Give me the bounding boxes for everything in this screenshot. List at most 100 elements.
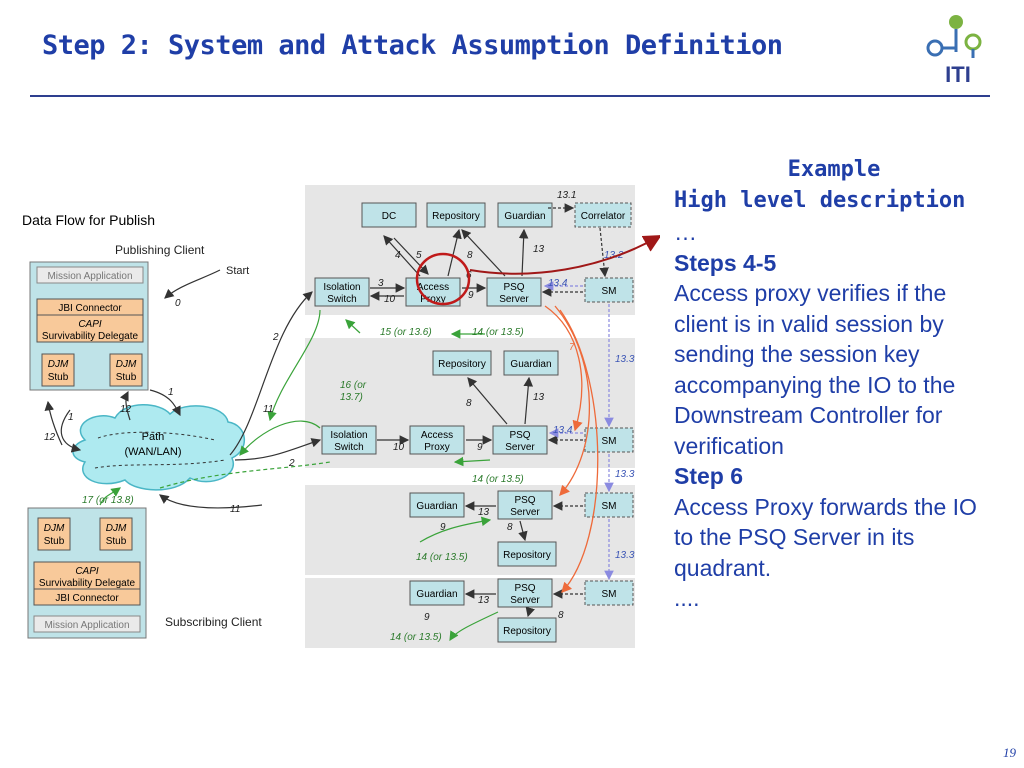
svg-text:8: 8 bbox=[507, 522, 513, 533]
svg-text:14 (or 13.5): 14 (or 13.5) bbox=[416, 552, 468, 563]
svg-text:3: 3 bbox=[378, 278, 384, 289]
svg-text:17 (or 13.8): 17 (or 13.8) bbox=[82, 495, 134, 506]
trailing-dots: .... bbox=[674, 585, 700, 611]
sub-capi-delegate bbox=[33, 561, 141, 590]
pub-djm-stub-left bbox=[41, 353, 75, 387]
svg-text:CAPI: CAPI bbox=[78, 319, 102, 330]
sub-jbi-connector bbox=[33, 588, 141, 606]
svg-text:Server: Server bbox=[510, 595, 540, 606]
node-repository-q1 bbox=[426, 202, 486, 228]
node-dc bbox=[361, 202, 417, 228]
svg-text:Server: Server bbox=[505, 442, 535, 453]
svg-text:Access: Access bbox=[421, 430, 453, 441]
page-number: 19 bbox=[1003, 745, 1016, 760]
svg-text:13.4: 13.4 bbox=[548, 278, 568, 289]
svg-text:7: 7 bbox=[569, 342, 575, 353]
svg-text:10: 10 bbox=[384, 294, 396, 305]
svg-text:8: 8 bbox=[558, 610, 564, 621]
svg-text:9: 9 bbox=[424, 612, 430, 623]
svg-text:13.4: 13.4 bbox=[553, 425, 573, 436]
svg-text:13: 13 bbox=[533, 392, 545, 403]
svg-text:CAPI: CAPI bbox=[75, 566, 99, 577]
svg-text:2: 2 bbox=[272, 332, 279, 343]
svg-text:DC: DC bbox=[382, 211, 396, 222]
publish-data-flow-diagram: Data Flow for Publish Publishing Client … bbox=[22, 185, 660, 648]
svg-text:SM: SM bbox=[602, 589, 617, 600]
node-sm-q3 bbox=[584, 492, 634, 518]
svg-text:11: 11 bbox=[230, 504, 240, 515]
svg-text:Proxy: Proxy bbox=[420, 294, 446, 305]
sub-djm-stub-right bbox=[99, 517, 133, 551]
svg-text:Repository: Repository bbox=[432, 211, 480, 222]
logo-ring-right bbox=[964, 33, 982, 51]
svg-text:DJM: DJM bbox=[48, 359, 69, 370]
svg-text:8: 8 bbox=[467, 250, 473, 261]
orange-arrows bbox=[544, 305, 599, 593]
steps45-text: Access proxy verifies if the client is i… bbox=[674, 280, 956, 459]
svg-text:10: 10 bbox=[393, 442, 405, 453]
node-repository-q3 bbox=[497, 541, 557, 567]
svg-text:1: 1 bbox=[68, 412, 74, 423]
svg-text:Survivability Delegate: Survivability Delegate bbox=[42, 331, 139, 342]
svg-text:SM: SM bbox=[602, 501, 617, 512]
title-divider bbox=[30, 95, 990, 97]
svg-text:4: 4 bbox=[395, 250, 401, 261]
node-psq-server-q2 bbox=[492, 425, 548, 455]
node-sm-q2 bbox=[584, 427, 634, 453]
svg-text:PSQ: PSQ bbox=[509, 430, 530, 441]
callout-arrow bbox=[469, 235, 660, 275]
svg-text:Stub: Stub bbox=[44, 536, 65, 547]
svg-text:13: 13 bbox=[478, 595, 490, 606]
ellipsis: … bbox=[674, 219, 697, 245]
svg-text:13.7): 13.7) bbox=[340, 392, 363, 403]
slide-title: Step 2: System and Attack Assumption Def… bbox=[42, 30, 783, 61]
node-repository-q4 bbox=[497, 617, 557, 643]
svg-text:DJM: DJM bbox=[44, 523, 65, 534]
diagram-heading: Data Flow for Publish bbox=[22, 212, 155, 228]
logo-text: ITI bbox=[945, 62, 971, 87]
svg-text:Survivability Delegate: Survivability Delegate bbox=[39, 578, 136, 589]
svg-text:13.2: 13.2 bbox=[604, 250, 624, 261]
svg-text:Guardian: Guardian bbox=[510, 359, 551, 370]
example-heading: Example bbox=[787, 157, 881, 182]
svg-text:DJM: DJM bbox=[106, 523, 127, 534]
svg-text:Correlator: Correlator bbox=[581, 211, 626, 222]
svg-text:Repository: Repository bbox=[438, 359, 486, 370]
svg-text:13.1: 13.1 bbox=[557, 190, 576, 201]
svg-text:Server: Server bbox=[499, 294, 529, 305]
sm-links bbox=[543, 281, 614, 581]
node-isolation-switch-q1 bbox=[314, 277, 370, 307]
svg-text:JBI Connector: JBI Connector bbox=[55, 593, 119, 604]
iti-logo: ITI bbox=[926, 15, 982, 87]
node-psq-server-q4 bbox=[497, 578, 553, 608]
svg-text:12: 12 bbox=[44, 432, 56, 443]
svg-text:Switch: Switch bbox=[327, 294, 356, 305]
svg-text:13.3: 13.3 bbox=[615, 469, 635, 480]
svg-text:Guardian: Guardian bbox=[416, 501, 457, 512]
svg-text:14 (or 13.5): 14 (or 13.5) bbox=[390, 632, 442, 643]
node-access-proxy-q2 bbox=[409, 425, 465, 455]
svg-text:Stub: Stub bbox=[48, 372, 69, 383]
step6-heading: Step 6 bbox=[674, 463, 744, 489]
node-guardian-q4 bbox=[409, 580, 465, 606]
node-isolation-switch-q2 bbox=[321, 425, 377, 455]
svg-text:Repository: Repository bbox=[503, 550, 551, 561]
svg-text:0: 0 bbox=[175, 298, 181, 309]
node-correlator bbox=[574, 202, 632, 228]
green-arrows bbox=[99, 309, 499, 642]
svg-text:Stub: Stub bbox=[116, 372, 137, 383]
pub-djm-stub-right bbox=[109, 353, 143, 387]
svg-text:13: 13 bbox=[533, 244, 545, 255]
node-guardian-q1 bbox=[497, 202, 553, 228]
svg-text:13.3: 13.3 bbox=[615, 550, 635, 561]
svg-text:2: 2 bbox=[288, 458, 295, 469]
node-sm-q4 bbox=[584, 580, 634, 606]
svg-text:Proxy: Proxy bbox=[424, 442, 450, 453]
edge-labels: 0 1 1 12 12 2 2 11 11 3 10 4 5 8 6 9 13 … bbox=[44, 190, 635, 643]
subscribing-client-label: Subscribing Client bbox=[165, 615, 262, 629]
svg-text:8: 8 bbox=[466, 398, 472, 409]
svg-text:PSQ: PSQ bbox=[503, 282, 524, 293]
path-cloud bbox=[72, 404, 246, 491]
svg-text:1: 1 bbox=[168, 387, 174, 398]
description-subtitle: High level description bbox=[674, 188, 966, 213]
